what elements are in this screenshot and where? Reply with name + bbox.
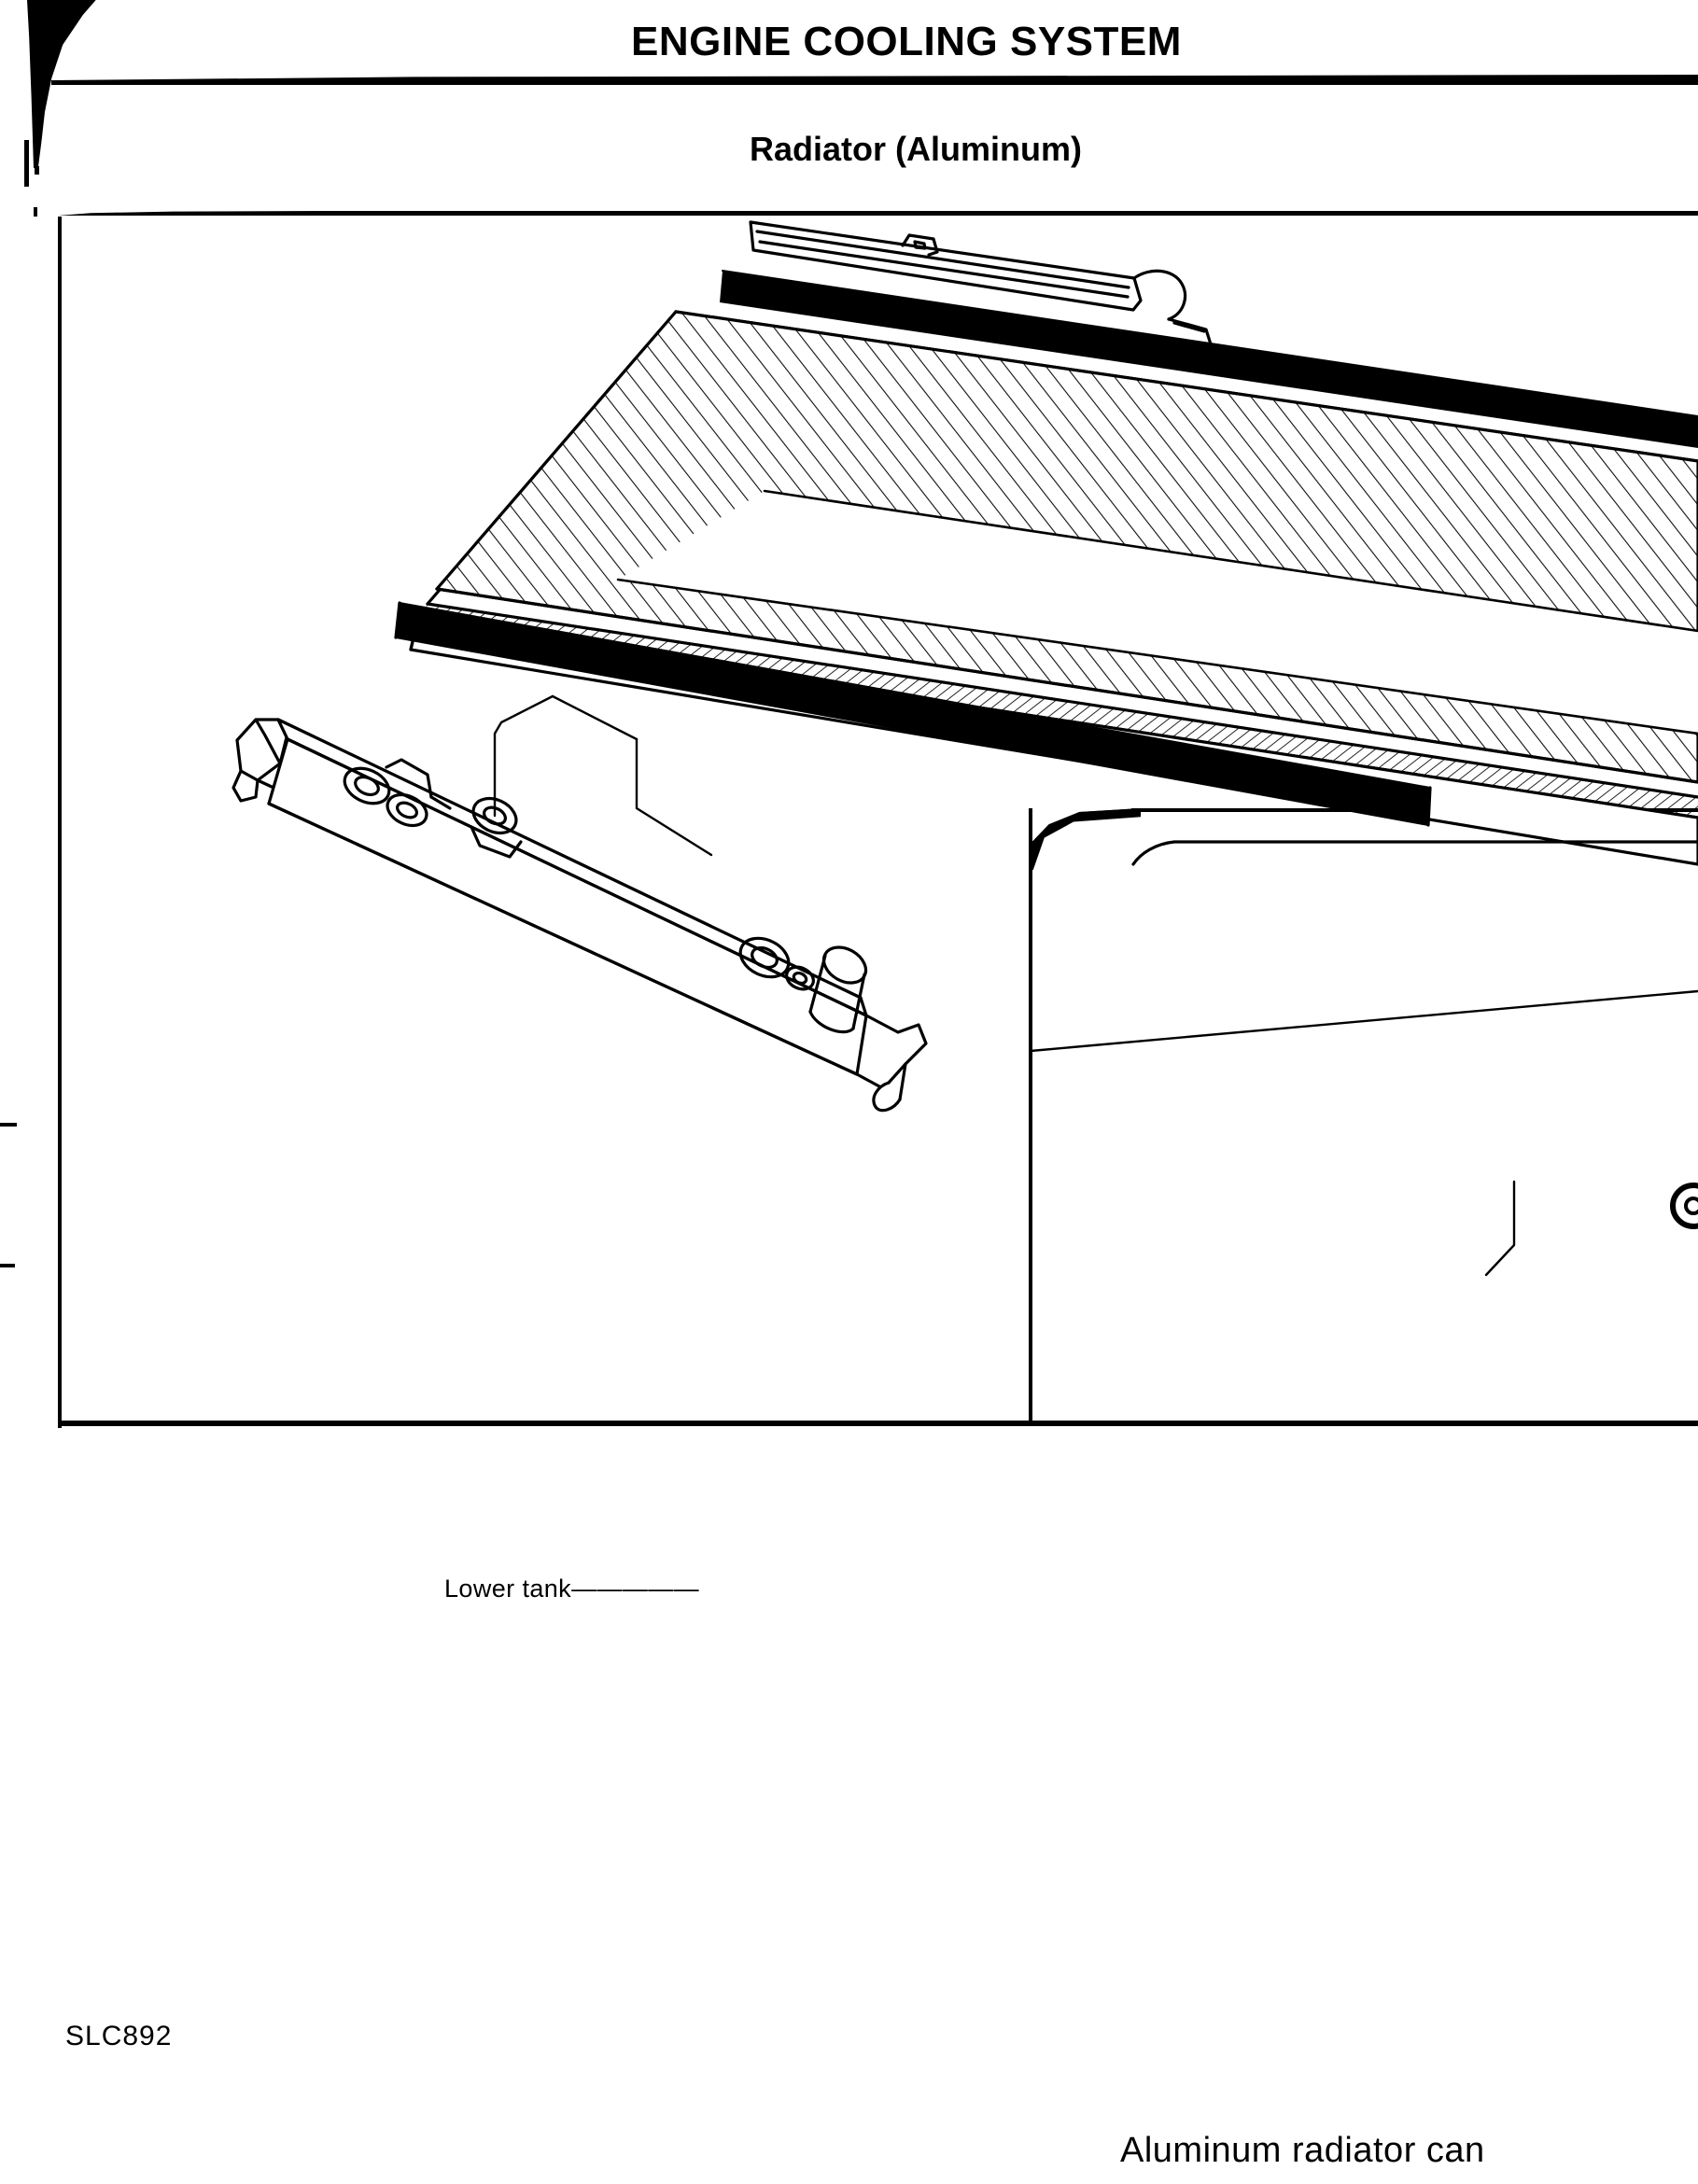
leader-lines — [493, 694, 1698, 1277]
figure-id: SLC892 — [65, 2021, 173, 2051]
frame-left-border — [58, 217, 62, 1428]
page-title: ENGINE COOLING SYSTEM — [631, 19, 1182, 64]
right-panel-detail — [1131, 840, 1698, 1229]
margin-rule — [0, 1123, 17, 1127]
body-paragraph: Aluminum radiator can — [1120, 2131, 1485, 2170]
scan-edge-speck-icon — [34, 207, 37, 217]
frame-inner-vertical-divider — [1029, 808, 1032, 1426]
lower-seal-strip — [394, 601, 1432, 827]
callout-leader-dash: ————— — [571, 1575, 700, 1603]
scan-edge-speck-icon — [35, 166, 39, 175]
lower-tank — [232, 718, 928, 1113]
radiator-illustration — [232, 220, 1698, 1277]
scan-edge-tail-artifact — [24, 140, 29, 187]
frame-top-border — [58, 211, 1698, 216]
frame-bottom-border — [58, 1421, 1698, 1426]
header-divider — [51, 75, 1698, 85]
callout-lower-tank-text: Lower tank — [444, 1575, 572, 1603]
section-subtitle: Radiator (Aluminum) — [750, 130, 1082, 168]
upper-seal-strip — [720, 270, 1698, 448]
upper-mounting-bracket — [749, 220, 1214, 352]
callout-label-lower-tank: Lower tank————— — [444, 1576, 699, 1602]
margin-rule — [0, 1264, 15, 1267]
